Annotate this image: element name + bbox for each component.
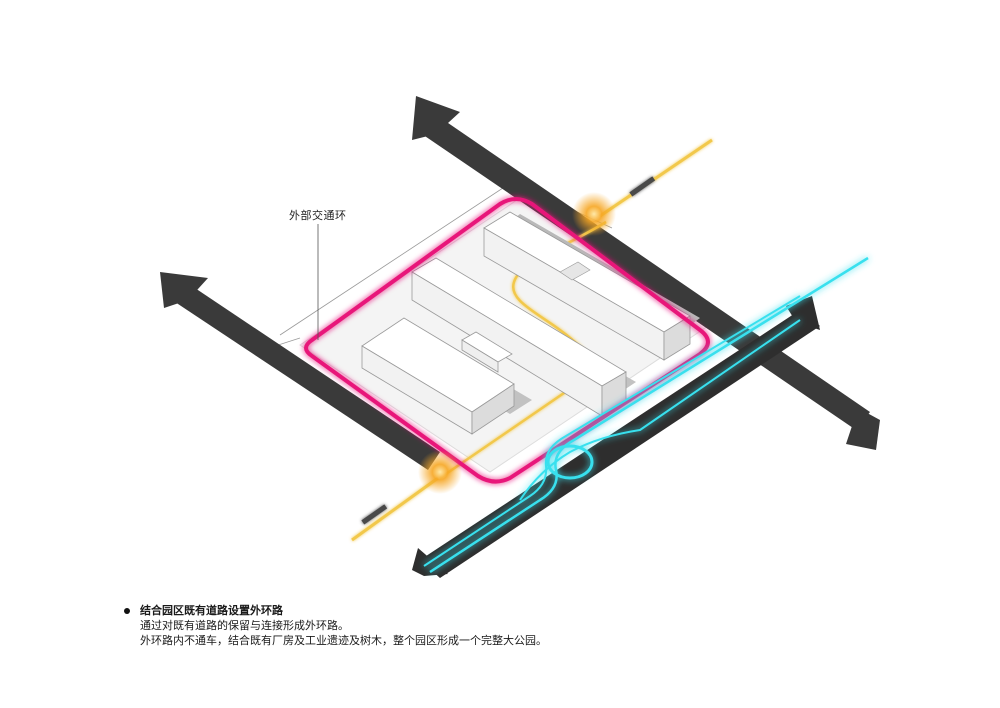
road-arrow-icon [160, 272, 208, 308]
building-d [361, 317, 515, 435]
outer-traffic-loop [304, 197, 710, 484]
caption-line-2: 外环路内不通车，结合既有厂房及工业遗迹及树木，整个园区形成一个完整大公园。 [140, 634, 547, 647]
cyan-roundabout [546, 444, 594, 480]
building-a [483, 211, 691, 361]
caption-line-1: 通过对既有道路的保留与连接形成外环路。 [140, 619, 349, 632]
road-arrow-icon [412, 96, 460, 140]
caption-block: 结合园区既有道路设置外环路 通过对既有道路的保留与连接形成外环路。 外环路内不通… [124, 603, 547, 648]
lights [418, 192, 616, 494]
building-c [461, 331, 513, 373]
buildings [361, 211, 700, 435]
callout-label-outer-traffic-loop: 外部交通环 [289, 209, 347, 222]
road-arrow-icon [846, 408, 880, 450]
bullet-icon [124, 608, 130, 614]
cyan-lane [423, 256, 869, 574]
light-glow-icon [418, 450, 462, 494]
building-b [411, 257, 627, 417]
caption-title: 结合园区既有道路设置外环路 [140, 604, 283, 617]
road-sw-ne [160, 272, 440, 470]
light-glow-icon [572, 192, 616, 236]
